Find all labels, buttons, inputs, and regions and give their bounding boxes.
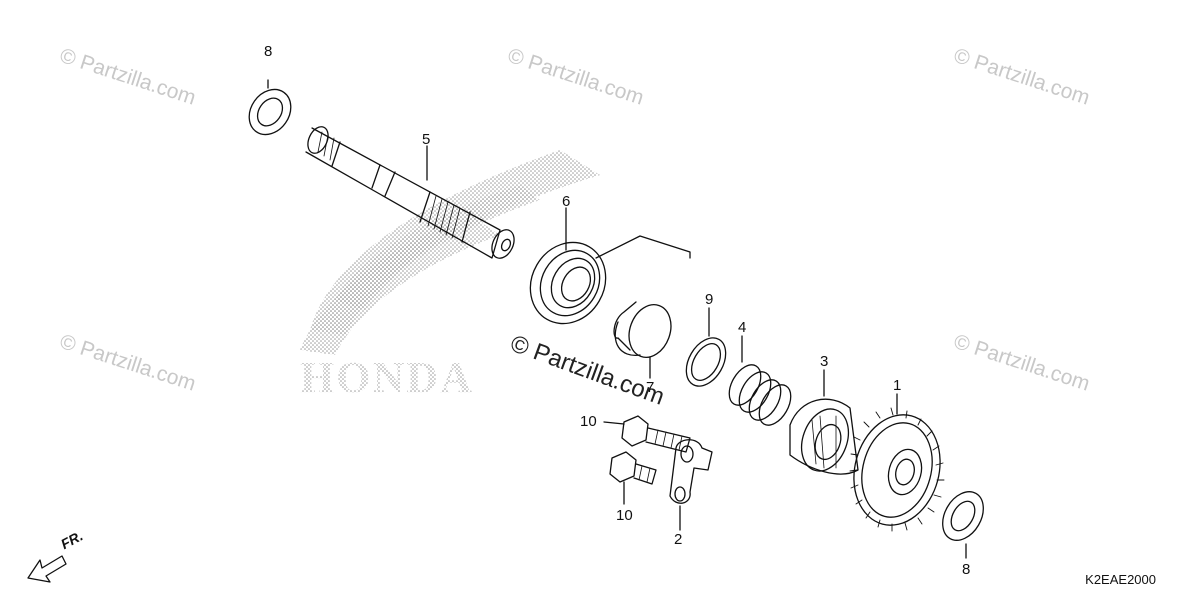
friction-spring [728,335,792,426]
return-spring [529,207,691,325]
callout-10-lower: 10 [616,507,633,524]
callout-9: 9 [705,291,714,308]
ratchet [789,369,859,475]
callout-2: 2 [674,531,683,548]
callout-7: 7 [646,379,655,396]
kick-starter-spindle [305,126,515,259]
callout-8-top: 8 [264,43,273,60]
flange-bolt-lower [609,451,657,505]
callout-6: 6 [562,193,571,210]
flange-bolt-upper [603,415,691,453]
diagram-code: K2EAE2000 [1085,572,1156,587]
washer-top [248,79,292,136]
ratchet-guide-plate [669,439,713,531]
callout-3: 3 [820,353,829,370]
honda-wing-logo [300,150,600,355]
callout-8-bottom: 8 [962,561,971,578]
kick-starter-gear [849,393,945,532]
spring-collar [613,301,672,379]
front-direction-arrow [27,555,67,583]
callout-5: 5 [422,131,431,148]
callout-4: 4 [738,319,747,336]
washer-9 [685,307,727,387]
callout-1: 1 [893,377,902,394]
washer-bottom [942,491,984,559]
honda-wordmark: HONDA [300,353,474,402]
callout-10-upper: 10 [580,413,597,430]
